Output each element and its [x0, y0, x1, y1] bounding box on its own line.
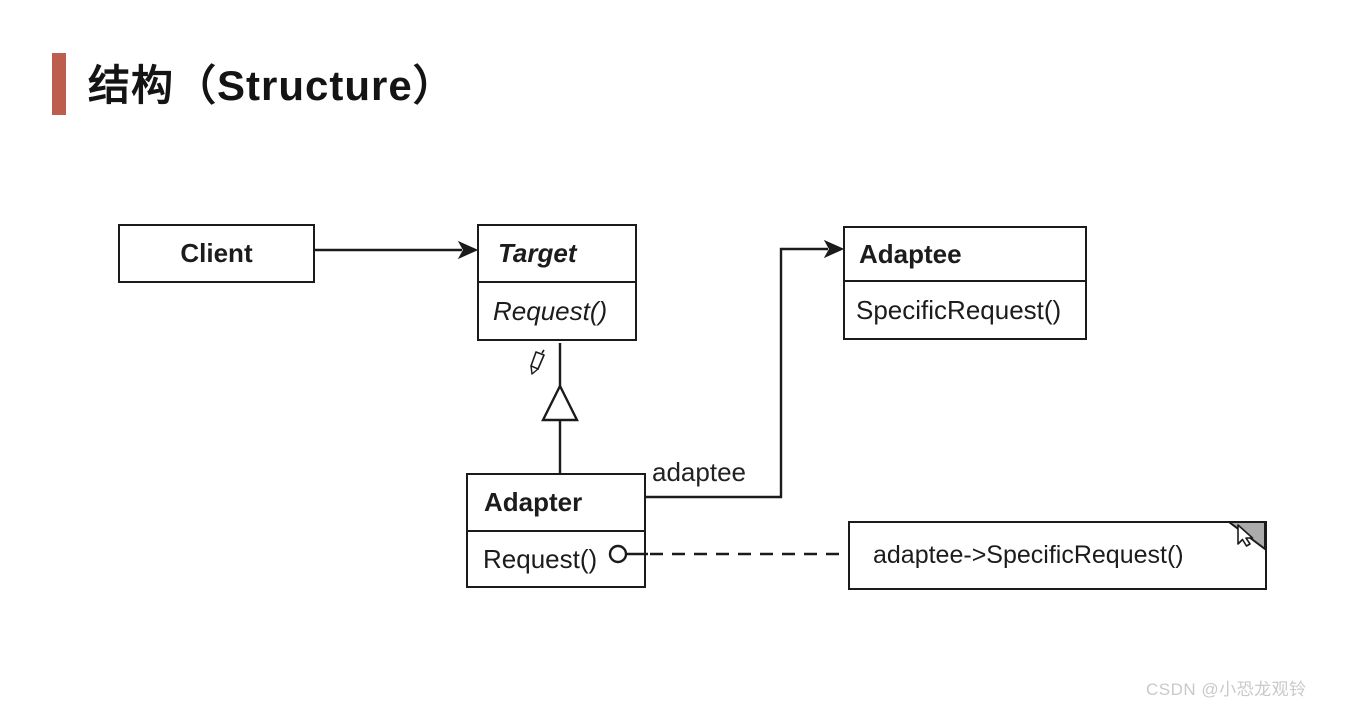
watermark: CSDN @小恐龙观铃 [1146, 680, 1307, 699]
class-name-adaptee: Adaptee [845, 228, 1085, 282]
class-box-target: Target Request() [477, 224, 637, 341]
class-method-target: Request() [493, 295, 608, 326]
arrow-client-to-target [315, 240, 479, 260]
class-name-adapter: Adapter [468, 475, 644, 532]
class-name-target: Target [479, 226, 635, 283]
class-box-client: Client [118, 224, 315, 283]
pencil-icon [530, 349, 545, 375]
association-label-adaptee: adaptee [652, 457, 746, 487]
generalization-adapter-to-target [541, 343, 579, 474]
note-text: adaptee->SpecificRequest() [873, 541, 1184, 569]
class-method-adapter: Request() [483, 543, 598, 574]
note-box: adaptee->SpecificRequest() [848, 521, 1267, 590]
page-title: 结构（Structure） [88, 62, 456, 109]
title-accent-bar [52, 53, 66, 115]
class-box-adapter: Adapter Request() [466, 473, 646, 588]
class-box-adaptee: Adaptee SpecificRequest() [843, 226, 1087, 340]
class-name-client: Client [180, 238, 253, 268]
class-method-adaptee: SpecificRequest() [856, 294, 1062, 325]
